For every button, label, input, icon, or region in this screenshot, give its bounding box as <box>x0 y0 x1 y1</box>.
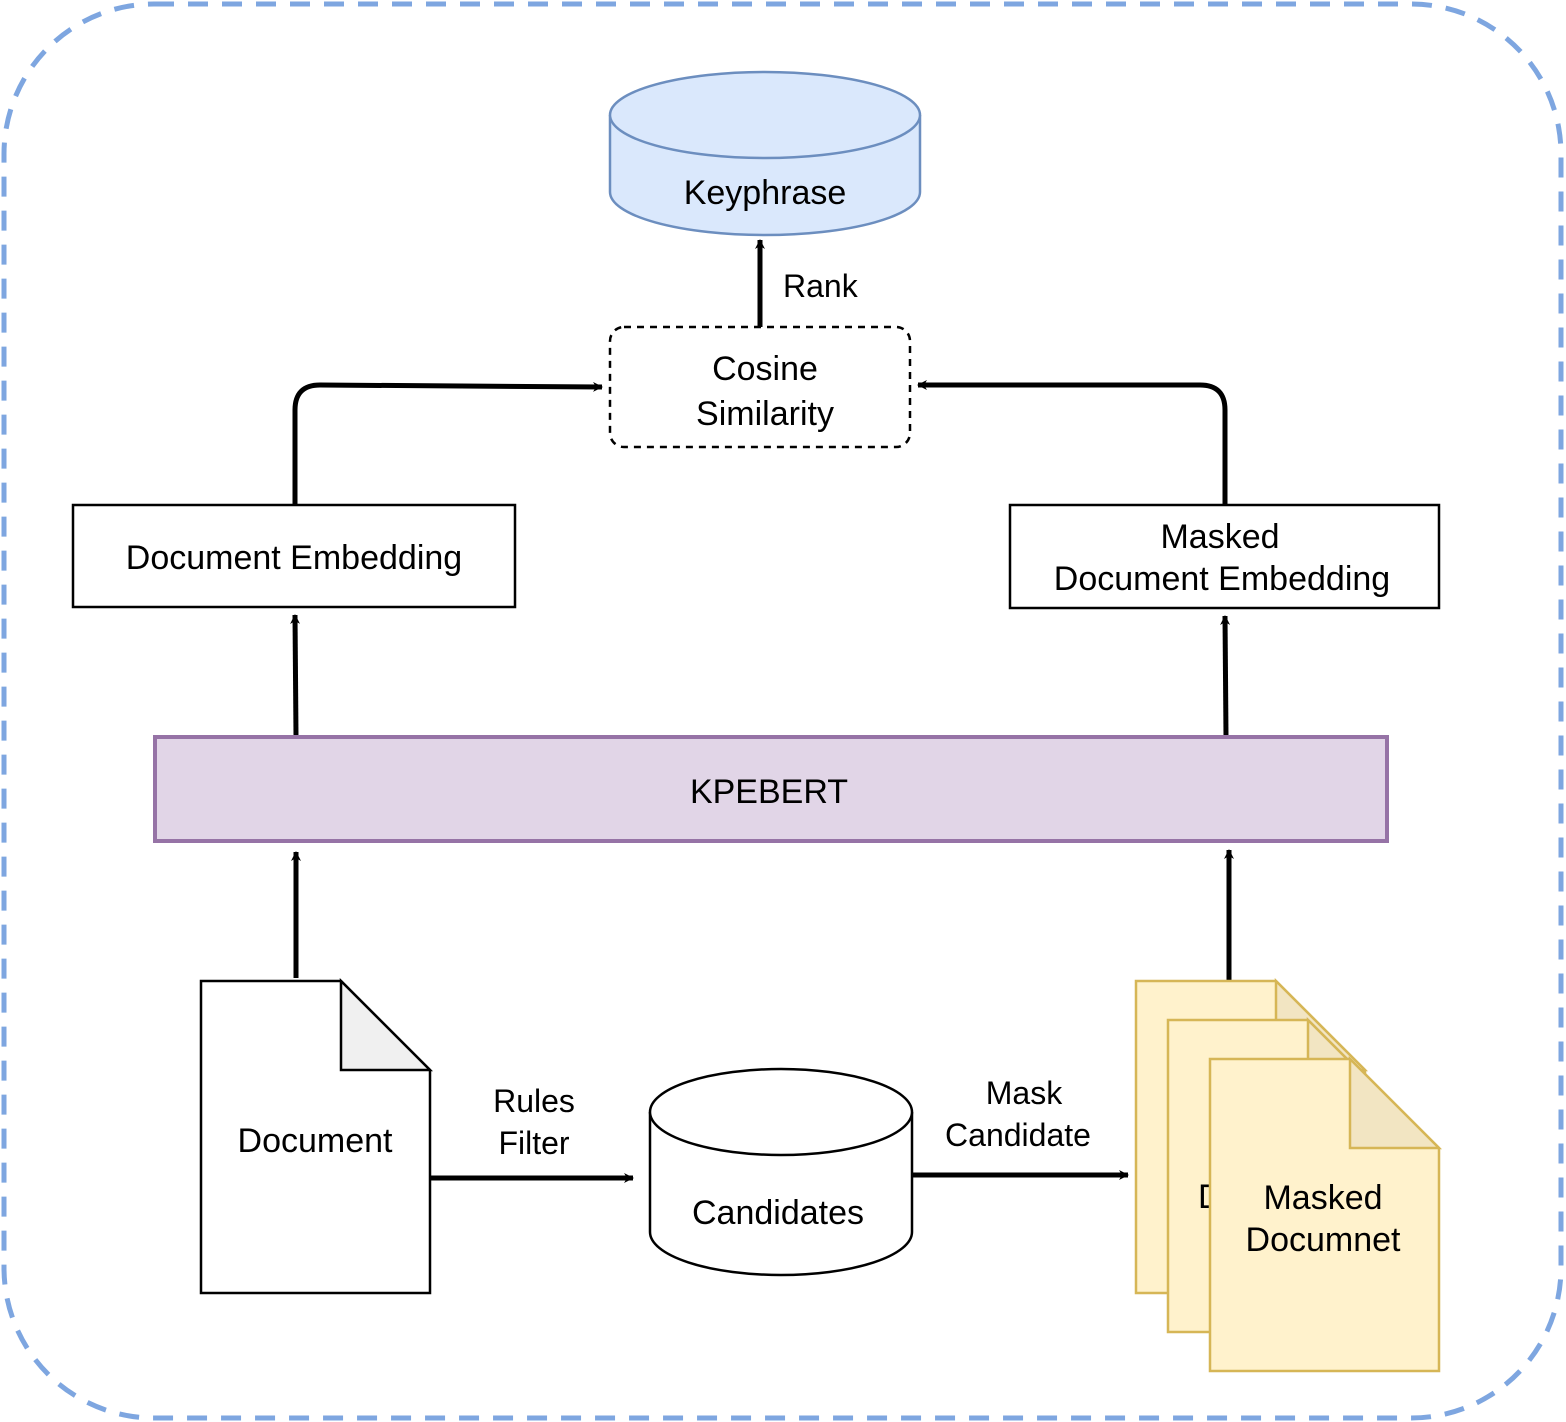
masked-document-fold-icon <box>1348 1055 1443 1150</box>
rules-filter-line2: Filter <box>498 1125 569 1161</box>
document-fold-icon <box>339 977 434 1072</box>
masked-document-line2: Documnet <box>1246 1221 1402 1259</box>
masked-document-embedding-line1: Masked <box>1160 518 1279 556</box>
document-embedding-node: Document Embedding <box>71 503 517 609</box>
masked-document-page-front: Masked Documnet <box>1208 1055 1443 1373</box>
kpebert-label: KPEBERT <box>690 773 848 811</box>
masked-document-embedding-line2: Document Embedding <box>1054 560 1390 598</box>
document-node: Document <box>199 977 434 1295</box>
keyphrase-label: Keyphrase <box>684 174 847 212</box>
edge-rank-label: Rank <box>783 268 859 304</box>
edge-kpebert-to-masked-embedding <box>1220 615 1231 737</box>
masked-document-stack: D Masked Documnet <box>1134 977 1443 1373</box>
keyphrase-node: Keyphrase <box>608 70 922 237</box>
mask-candidate-line1: Mask <box>986 1075 1063 1111</box>
kpebert-node: KPEBERT <box>153 735 1389 843</box>
document-embedding-label: Document Embedding <box>126 539 462 577</box>
masked-document-line1: Masked <box>1263 1179 1382 1217</box>
candidates-label: Candidates <box>692 1194 864 1232</box>
cosine-similarity-node: Cosine Similarity <box>608 325 912 449</box>
edge-kpebert-to-doc-embedding <box>290 614 301 737</box>
document-label: Document <box>238 1122 394 1160</box>
edge-masked-embedding-to-cosine <box>917 380 1228 505</box>
mask-candidate-line2: Candidate <box>945 1117 1091 1153</box>
edge-doc-embedding-to-cosine <box>292 381 603 505</box>
cosine-similarity-line1: Cosine <box>712 350 818 388</box>
candidates-node: Candidates <box>648 1067 914 1277</box>
cosine-similarity-line2: Similarity <box>696 395 834 433</box>
rules-filter-line1: Rules <box>493 1083 575 1119</box>
masked-document-embedding-node: Masked Document Embedding <box>1008 503 1441 610</box>
